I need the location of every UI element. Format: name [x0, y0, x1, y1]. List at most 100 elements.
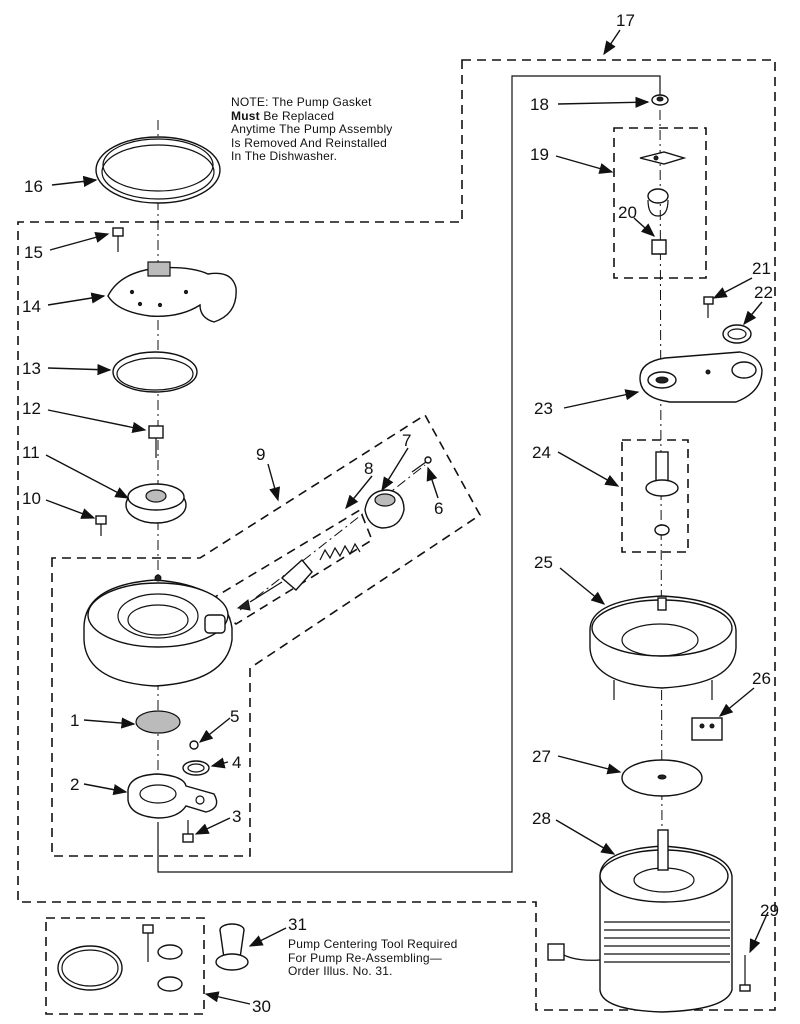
pump-gasket-note: NOTE: The Pump Gasket Must Be Replaced A…: [231, 95, 471, 164]
leader-12: [47, 409, 147, 433]
leader-2: [83, 783, 128, 796]
part-24-shaft-seal: [645, 451, 679, 536]
label-23: 23: [534, 399, 553, 418]
note-line-1: NOTE: The Pump Gasket: [231, 95, 372, 109]
label-6: 6: [434, 499, 443, 518]
leader-20: [633, 217, 656, 237]
leader-18: [557, 96, 650, 108]
leader-6: [426, 466, 439, 499]
label-27: 27: [532, 747, 551, 766]
part-21-screw: [703, 296, 714, 318]
leader-28: [555, 819, 616, 855]
part-11-impeller: [125, 483, 187, 524]
part-20-spring-coupling: [647, 188, 669, 255]
label-12: 12: [22, 399, 41, 418]
leader-1: [83, 717, 136, 729]
note-line-2: Must Be Replaced: [231, 108, 471, 124]
leader-29: [749, 911, 769, 954]
label-13: 13: [22, 359, 41, 378]
part-8-spring: [319, 542, 361, 561]
leader-19: [555, 155, 614, 174]
note-line-4: Is Removed And Reinstalled: [231, 135, 387, 150]
leader-9: [267, 463, 281, 502]
leader-27: [557, 755, 622, 775]
part-12-bolt: [148, 425, 164, 458]
leader-5: [198, 717, 231, 743]
label-18: 18: [530, 95, 549, 114]
leader-16: [51, 175, 98, 187]
part-4-o-ring: [182, 760, 210, 776]
valve-body: [236, 558, 313, 611]
leader-14: [47, 292, 106, 306]
note-line-5: In The Dishwasher.: [231, 149, 338, 163]
part-3-screw: [182, 820, 194, 843]
part-10-screw: [95, 515, 107, 536]
tool-note-line-3: Order Illus. No. 31.: [288, 964, 393, 978]
label-28: 28: [532, 809, 551, 828]
label-22: 22: [754, 283, 773, 302]
label-21: 21: [752, 259, 771, 278]
part-16-pump-gasket: [95, 136, 221, 204]
label-19: 19: [530, 145, 549, 164]
pump-centerline-path: [157, 75, 661, 873]
part-13-seal-ring: [112, 351, 198, 393]
part-31-centering-tool: [215, 923, 249, 971]
label-31: 31: [288, 915, 307, 934]
part-27-slinger-disc: [621, 759, 703, 797]
label-8: 8: [364, 459, 373, 478]
part-2-base-bracket: [127, 773, 218, 819]
leader-11: [45, 454, 130, 499]
leader-13: [47, 363, 112, 376]
label-20: 20: [618, 203, 637, 222]
pump-housing: [83, 574, 233, 687]
part-5-ball: [189, 740, 199, 750]
label-7: 7: [402, 431, 411, 450]
label-11: 11: [22, 443, 40, 462]
leader-23: [563, 389, 640, 409]
note-line-3: Anytime The Pump Assembly: [231, 122, 393, 136]
part-18-washer: [651, 94, 669, 106]
leader-4: [210, 757, 229, 769]
label-24: 24: [532, 443, 551, 462]
leader-17: [603, 29, 621, 56]
leader-22: [743, 301, 763, 326]
part-7-valve-cap: [364, 489, 405, 529]
group-8-boundary: [208, 508, 373, 625]
label-1: 1: [70, 711, 79, 730]
leader-30: [204, 991, 251, 1005]
centering-tool-note: Pump Centering Tool Required For Pump Re…: [288, 937, 528, 979]
leader-31: [248, 927, 287, 947]
part-30-gasket-kit: [57, 924, 183, 992]
label-25: 25: [534, 553, 553, 572]
leader-7: [381, 447, 409, 492]
note-line-2-rest: Be Replaced: [259, 108, 335, 123]
label-14: 14: [22, 297, 41, 316]
label-15: 15: [24, 243, 43, 262]
group-9-boundary: [51, 413, 482, 857]
label-26: 26: [752, 669, 771, 688]
part-25-motor-mount: [589, 595, 737, 700]
leader-24: [557, 451, 620, 487]
part-19-clip: [639, 151, 687, 165]
label-9: 9: [256, 445, 265, 464]
group-24-boundary: [621, 439, 689, 553]
label-5: 5: [230, 707, 239, 726]
label-4: 4: [232, 753, 241, 772]
part-1-filter-screen: [135, 710, 181, 734]
part-14-pump-cover: [107, 261, 237, 323]
leader-15: [49, 231, 110, 251]
part-29-screw: [739, 955, 751, 992]
part-23-mounting-plate: [639, 351, 763, 403]
note-must-emphasis: Must: [231, 108, 260, 123]
leader-8: [345, 475, 373, 510]
label-29: 29: [760, 901, 779, 920]
part-15-screw: [112, 227, 124, 252]
group-30-boundary: [45, 917, 205, 1015]
part-26-terminal-block: [691, 717, 723, 741]
part-6-screw: [411, 456, 432, 473]
tool-note-line-2: For Pump Re-Assembling—: [288, 950, 442, 965]
group-17-boundary: [17, 59, 776, 1011]
leader-3: [194, 817, 231, 835]
label-30: 30: [252, 997, 271, 1016]
